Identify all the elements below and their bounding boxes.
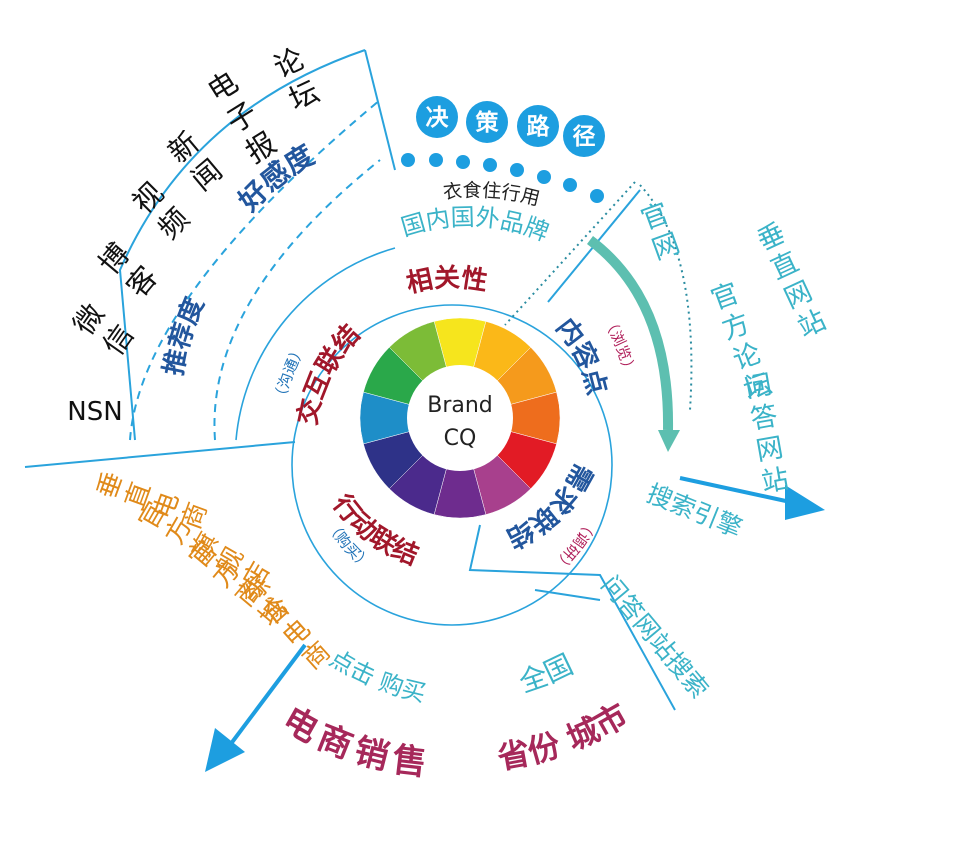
social-channel-label: 微信: [67, 298, 141, 362]
decision-char: 路: [527, 113, 551, 140]
click-buy-label: 点击 购买: [325, 644, 429, 708]
decision-char-circle: [517, 105, 559, 147]
decision-dot: [590, 189, 604, 203]
outer-arc-line: [118, 49, 366, 441]
center-cq-label: CQ: [444, 426, 477, 451]
decision-char-circle: [563, 115, 605, 157]
decision-dot: [456, 155, 470, 169]
wheel-center: [407, 365, 513, 471]
brands-label: 国内国外品牌: [398, 203, 553, 247]
content-arc-arrowhead: [658, 430, 680, 452]
ecommerce-sales-label: 电商销售: [276, 699, 435, 784]
content-site-labels: 官网垂直网站官方论坛问答网站: [637, 198, 831, 499]
decision-dot: [510, 163, 524, 177]
svg-text:站: 站: [759, 464, 791, 499]
decision-path-label: 决策路径: [416, 96, 605, 157]
content-site-label: 问答网站: [743, 369, 792, 499]
national-label: 全国: [515, 648, 578, 699]
decision-char-circle: [416, 96, 458, 138]
decision-char: 径: [573, 124, 596, 150]
search-divider-line: [534, 589, 601, 601]
ecommerce-arrow: [205, 643, 307, 772]
nsn-label: NSN: [67, 397, 122, 427]
interact-label: 交互联结: [292, 319, 367, 427]
social-channel-label: 博客: [92, 237, 164, 304]
decision-char: 决: [426, 105, 450, 131]
top-divider-line: [364, 49, 396, 171]
social-channel-label: 新闻: [162, 125, 229, 197]
decision-path-dots: [401, 153, 604, 203]
svg-text:网: 网: [754, 432, 786, 467]
decision-dot: [429, 153, 443, 167]
recommendation-label: 推荐度: [159, 293, 210, 378]
search-arrow: [679, 476, 825, 520]
content-dotted-border: [504, 181, 693, 411]
communicate-label: （沟通）: [271, 342, 310, 405]
decision-char-circle: [466, 101, 508, 143]
outer-dashed-arc: [129, 99, 381, 441]
svg-text:问: 问: [743, 369, 775, 404]
decision-dot: [537, 170, 551, 184]
content-arc-band: [586, 236, 674, 431]
inner-dashed-arc: [213, 159, 381, 441]
social-dashed-arcs: [129, 99, 381, 441]
content-site-label: 官网: [637, 198, 684, 266]
decision-char: 策: [476, 109, 500, 136]
ring-left-arc: [235, 247, 396, 441]
social-channel-label: 电子报: [201, 64, 282, 169]
province-city-label: 省份 城市: [495, 696, 634, 777]
qa-search-label: 问答网站搜索: [595, 570, 714, 704]
decision-dot: [401, 153, 415, 167]
decision-dot: [483, 158, 497, 172]
inner-ring: [291, 304, 613, 626]
decision-dot: [563, 178, 577, 192]
left-divider-line: [24, 441, 296, 468]
svg-text:答: 答: [748, 401, 780, 436]
relevance-label: 相关性: [404, 263, 490, 299]
region-divider-line: [468, 524, 676, 711]
center-brand-label: Brand: [427, 393, 493, 418]
